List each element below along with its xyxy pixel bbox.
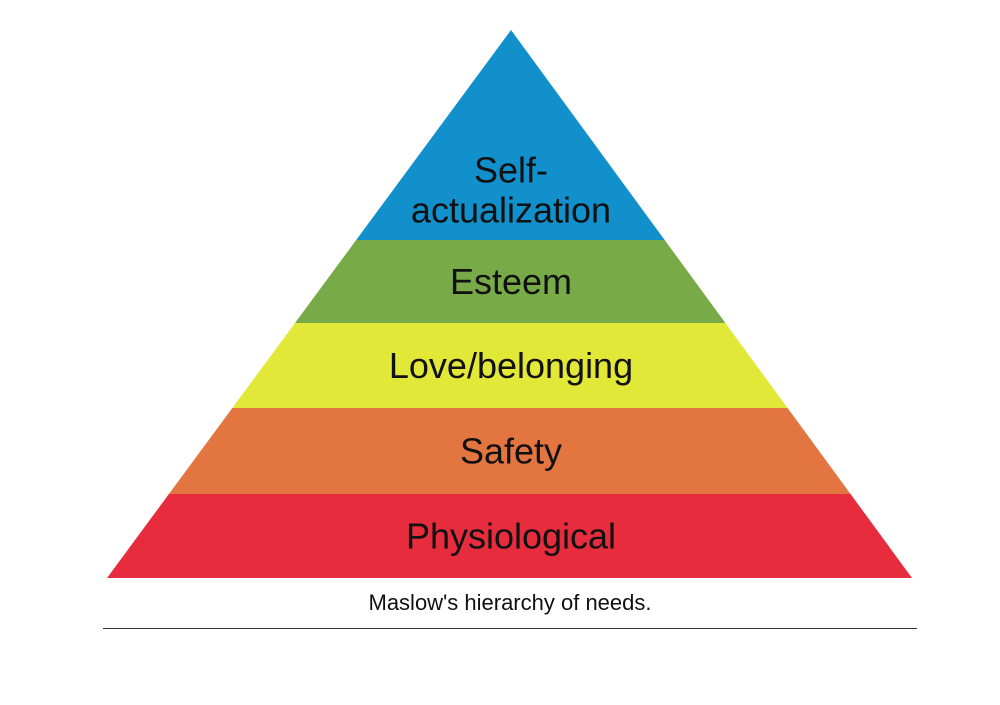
- tier-label-2: Esteem: [450, 261, 572, 302]
- caption-divider: [103, 628, 917, 629]
- tier-label-1-line-2: actualization: [411, 190, 611, 231]
- figure-caption: Maslow's hierarchy of needs.: [368, 590, 652, 615]
- tier-label-5: Physiological: [406, 516, 616, 557]
- pyramid-tier-2: [294, 240, 726, 323]
- pyramid-tier-5: [107, 494, 912, 578]
- tier-label-3: Love/belonging: [389, 345, 633, 386]
- pyramid-tier-4: [168, 408, 851, 494]
- pyramid-tier-1: [356, 30, 665, 240]
- tier-label-4: Safety: [460, 431, 562, 472]
- pyramid-tier-3: [232, 323, 788, 408]
- tier-label-1-line-1: Self-: [474, 150, 548, 191]
